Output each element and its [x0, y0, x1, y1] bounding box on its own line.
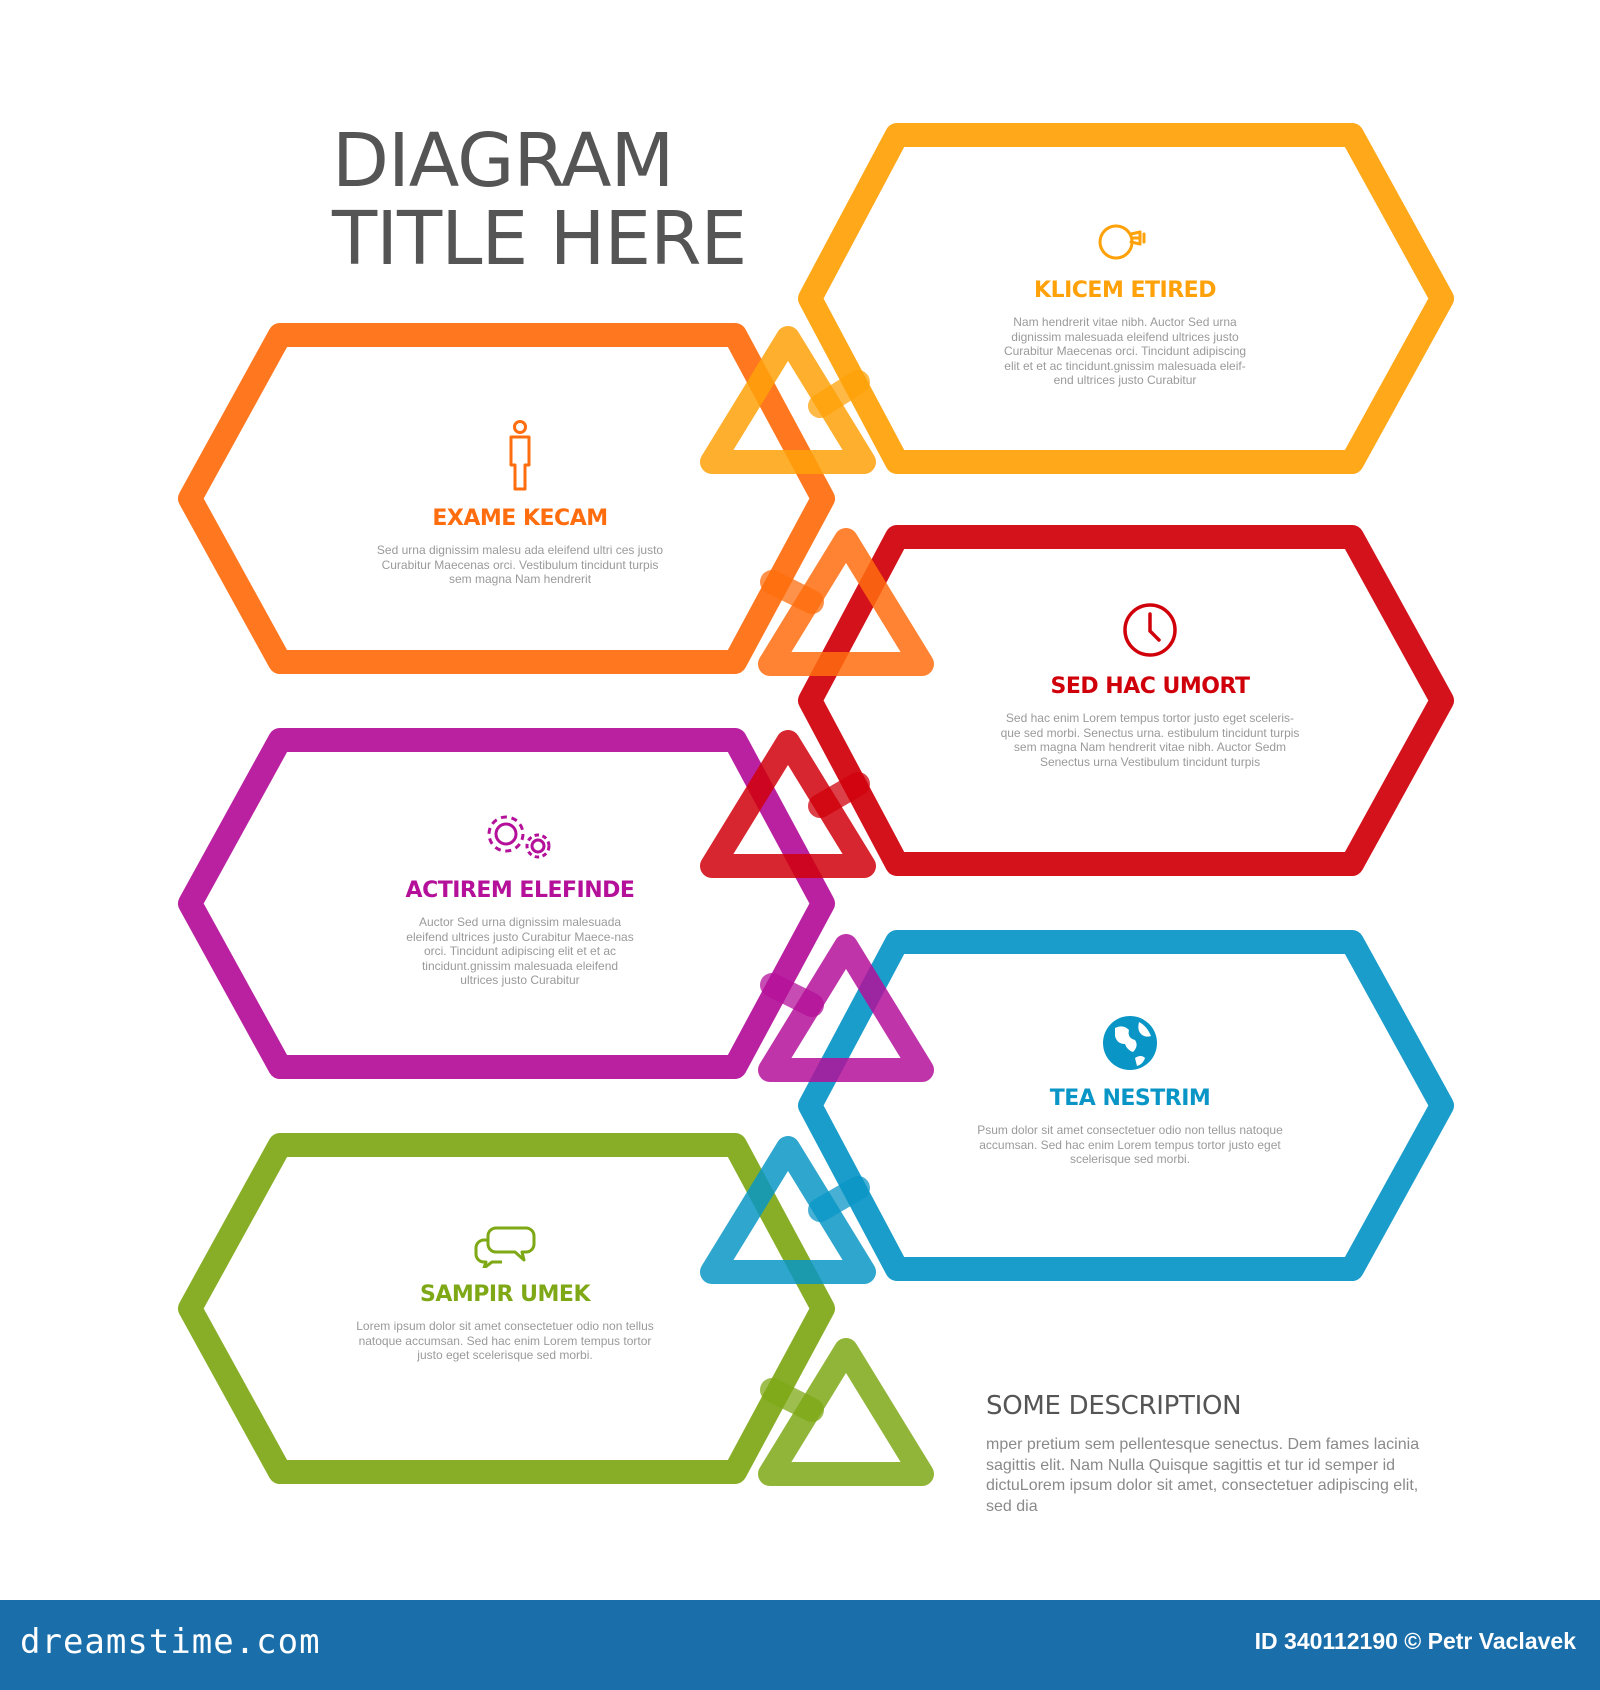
step-card-tea-nestrim: TEA NESTRIM Psum dolor sit amet consecte… — [975, 1014, 1285, 1167]
globe-icon — [1103, 1016, 1157, 1070]
step-heading: KLICEM ETIRED — [1034, 278, 1216, 303]
step-body: Lorem ipsum dolor sit amet consectetuer … — [356, 1319, 654, 1362]
step-card-klicem-etired: KLICEM ETIRED Nam hendrerit vitae nibh. … — [1000, 220, 1250, 388]
step-card-sampir-umek: SAMPIR UMEK Lorem ipsum dolor sit amet c… — [355, 1222, 655, 1363]
step-body: Sed urna dignissim malesu ada eleifend u… — [376, 543, 664, 586]
step-heading: TEA NESTRIM — [1049, 1086, 1211, 1111]
step-body: Nam hendrerit vitae nibh. Auctor Sed urn… — [1003, 315, 1247, 387]
step-heading: SAMPIR UMEK — [419, 1282, 591, 1307]
title-line-1: DIAGRAM — [332, 118, 674, 204]
description-body: mper pretium sem pellentesque senectus. … — [986, 1436, 1420, 1515]
step-body: Auctor Sed urna dignissim malesuada elei… — [406, 915, 634, 987]
connector-link — [760, 1378, 824, 1422]
step-body: Sed hac enim Lorem tempus tortor justo e… — [1000, 711, 1300, 769]
title-line-2: TITLE HERE — [332, 196, 747, 282]
hexagon-outline — [798, 525, 1454, 876]
diagram-title: DIAGRAM TITLE HERE — [332, 118, 747, 282]
step-heading: SED HAC UMORT — [1050, 674, 1250, 699]
description-heading: SOME DESCRIPTION — [986, 1391, 1242, 1421]
step-card-exame-kecam: EXAME KECAM Sed urna dignissim malesu ad… — [370, 420, 670, 587]
chat-bubbles-icon — [474, 1226, 536, 1268]
diagram-shapes — [178, 123, 1454, 1486]
hexagon-outline — [178, 323, 835, 674]
hexagon-outline — [798, 123, 1454, 474]
step-body: Psum dolor sit amet consectetuer odio no… — [977, 1123, 1283, 1166]
person-icon — [509, 420, 531, 491]
description-block: SOME DESCRIPTION mper pretium sem pellen… — [986, 1391, 1426, 1517]
step-card-actirem-elefinde: ACTIREM ELEFINDE Auctor Sed urna digniss… — [405, 812, 635, 988]
connector-link — [760, 570, 824, 614]
hexagon-outline — [178, 1133, 835, 1484]
footer-credit: ID 340112190 © Petr Vaclavek — [1254, 1628, 1576, 1654]
step-heading: EXAME KECAM — [432, 506, 608, 531]
connector-link — [808, 1176, 870, 1222]
clock-icon — [1123, 603, 1177, 657]
footer-brand: dreamstime.com — [20, 1622, 321, 1662]
connector-link — [760, 973, 824, 1017]
connector-link — [808, 370, 870, 418]
step-card-sed-hac-umort: SED HAC UMORT Sed hac enim Lorem tempus … — [1000, 600, 1300, 769]
hexagon-outline — [178, 728, 835, 1079]
step-heading: ACTIREM ELEFINDE — [405, 878, 635, 903]
hexagon-outline — [798, 930, 1454, 1281]
lightbulb-icon — [1098, 224, 1146, 260]
connector-link — [808, 772, 870, 818]
gears-icon — [487, 815, 551, 859]
footer-bar: dreamstime.com ID 340112190 © Petr Vacla… — [0, 1600, 1600, 1690]
